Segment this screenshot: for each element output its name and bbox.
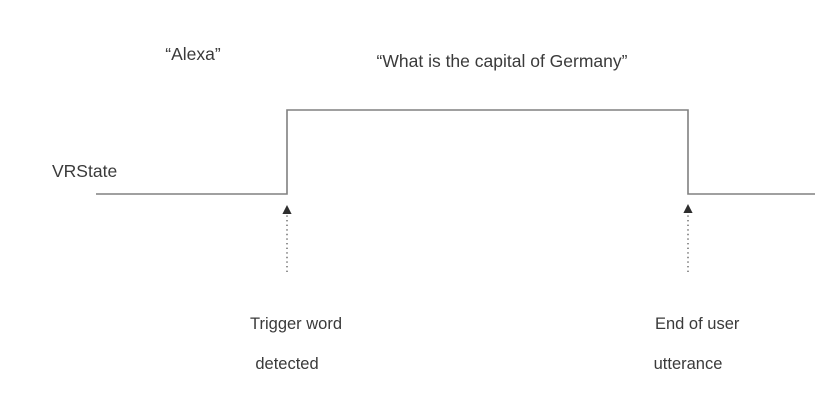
- utterance-label-wake-word: “Alexa”: [165, 44, 221, 64]
- vrstate-waveform-path: [96, 109, 815, 195]
- arrowhead-up-icon: [683, 204, 693, 213]
- arrowhead-up-icon: [282, 205, 292, 214]
- trigger-word-callout-arrow: [282, 205, 292, 272]
- utterance-label-user-question: “What is the capital of Germany”: [376, 51, 628, 71]
- event-caption-line-1: Trigger word: [250, 315, 343, 334]
- event-caption-line-2: utterance: [653, 355, 723, 374]
- end-of-utterance-callout-arrow: [683, 204, 693, 272]
- event-caption-line-1: End of user: [654, 315, 740, 334]
- event-caption-trigger-word-detected: Trigger word detected: [232, 294, 342, 415]
- event-caption-line-2: detected: [255, 355, 319, 374]
- signal-name-label: VRState: [52, 161, 118, 181]
- event-caption-end-of-user-utterance: End of user utterance: [637, 294, 740, 415]
